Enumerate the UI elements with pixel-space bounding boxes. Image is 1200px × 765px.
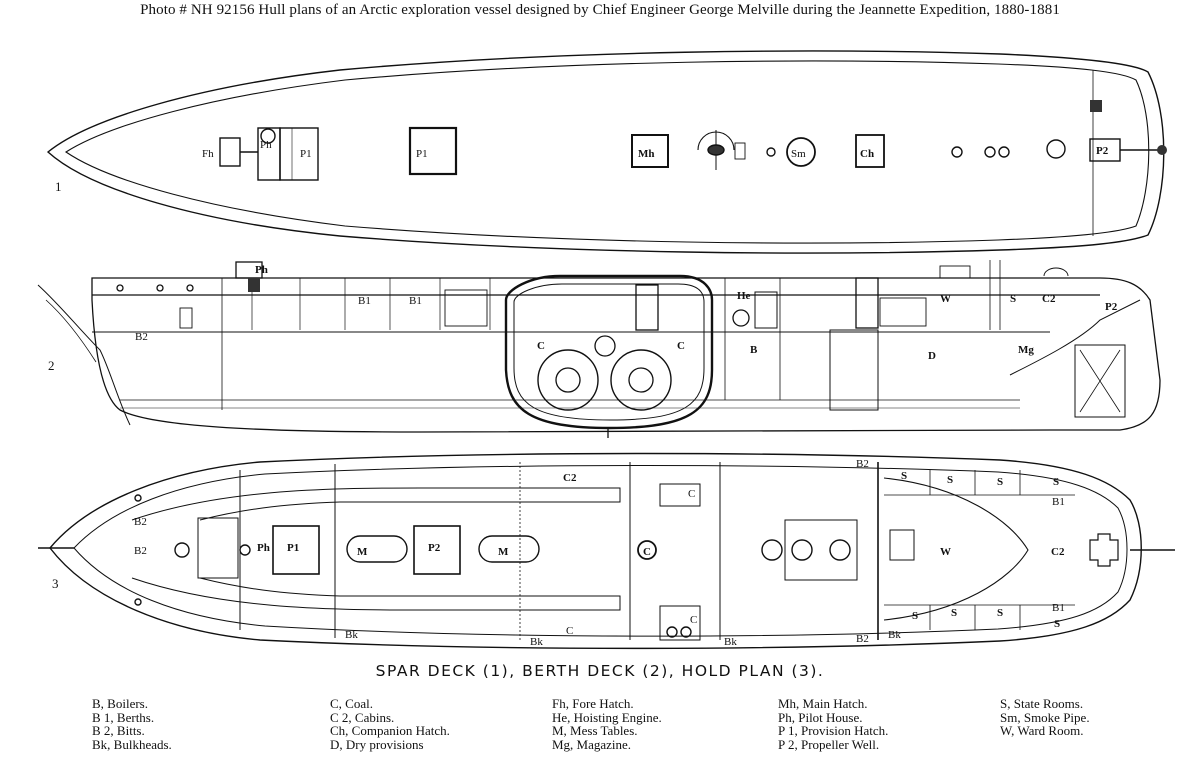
hold-label-bk1: Bk — [345, 629, 358, 641]
hold-label-bk3: Bk — [724, 636, 737, 648]
spar-deck-outer-hull — [46, 50, 1165, 254]
legend-entry: W, Ward Room. — [1000, 723, 1084, 738]
legend-entry: C, Coal. — [330, 696, 373, 711]
legend-column-5: S, State Rooms. Sm, Smoke Pipe. W, Ward … — [1000, 697, 1090, 738]
hold-label-b2-top: B2 — [856, 458, 869, 470]
berth-label-s: S — [1010, 293, 1016, 305]
spar-deck-plan — [46, 50, 1167, 254]
legend-entry: Mh, Main Hatch. — [778, 696, 868, 711]
berth-label-p2: P2 — [1105, 301, 1118, 313]
plan-title: SPAR DECK (1), BERTH DECK (2), HOLD PLAN… — [375, 662, 825, 680]
legend-entry: B 1, Berths. — [92, 709, 155, 725]
legend-entry: B, Boilers. — [92, 696, 148, 711]
legend-column-3: Fh, Fore Hatch. He, Hoisting Engine. M, … — [552, 697, 662, 751]
hold-label-b2-bottom: B2 — [856, 633, 869, 645]
spar-label-ph: Ph — [260, 139, 272, 151]
hold-label-bk4: Bk — [888, 629, 901, 641]
legend-column-2: C, Coal. C 2, Cabins. Ch, Companion Hatc… — [330, 697, 450, 751]
hold-label-ph: Ph — [257, 542, 270, 554]
berth-deck-labels: Ph B2 B1 B1 C C He B W S C2 P2 D Mg — [135, 264, 1118, 362]
berth-label-ph: Ph — [255, 264, 268, 276]
plan-number-2: 2 — [48, 358, 55, 373]
legend-entry: D, Dry provisions — [330, 736, 424, 752]
legend-entry: Bk, Bulkheads. — [92, 736, 172, 752]
hold-label-p2: P2 — [428, 542, 441, 554]
hold-label-c-bottom2: C — [690, 614, 697, 626]
hold-label-m2: M — [498, 546, 509, 558]
spar-label-p1a: P1 — [300, 148, 312, 160]
berth-label-b: B — [750, 344, 758, 356]
berth-deck-plan — [37, 260, 1161, 438]
berth-label-d: D — [928, 350, 936, 362]
spar-deck-labels: Fh Ph P1 P1 Mh Sm Ch P2 — [202, 139, 1109, 160]
hold-label-s7: S — [997, 607, 1003, 619]
legend-entry: B 2, Bitts. — [92, 723, 145, 738]
hold-label-b2b: B2 — [134, 545, 147, 557]
legend-entry: S, State Rooms. — [1000, 696, 1084, 711]
legend-entry: Sm, Smoke Pipe. — [1000, 709, 1090, 725]
hold-label-c-top: C — [688, 488, 695, 500]
legend-entry: C 2, Cabins. — [330, 709, 395, 725]
hold-label-b2a: B2 — [134, 516, 147, 528]
hold-label-c2-top: C2 — [563, 472, 577, 484]
hold-label-s3: S — [997, 476, 1003, 488]
spar-label-p1b: P1 — [416, 148, 428, 160]
spar-label-mh: Mh — [638, 148, 655, 160]
hold-plan-labels: B2 B2 Ph P1 M P2 M C C2 C C C Bk Bk Bk B… — [134, 458, 1065, 648]
hold-label-b1-bottom: B1 — [1052, 602, 1065, 614]
legend-entry: Ch, Companion Hatch. — [330, 723, 450, 738]
berth-label-he: He — [737, 290, 751, 302]
legend-entry: P 1, Provision Hatch. — [778, 723, 889, 738]
berth-label-mg: Mg — [1018, 344, 1034, 356]
hold-label-s2: S — [947, 474, 953, 486]
berth-label-b2: B2 — [135, 331, 148, 343]
legend-column-1: B, Boilers. B 1, Berths. B 2, Bitts. Bk,… — [92, 697, 172, 751]
plan-number-1: 1 — [55, 179, 62, 194]
legend-entry: Ph, Pilot House. — [778, 709, 863, 725]
plan-number-3: 3 — [52, 576, 59, 591]
hold-label-m1: M — [357, 546, 368, 558]
photo-caption: Photo # NH 92156 Hull plans of an Arctic… — [140, 2, 1060, 18]
berth-label-b1a: B1 — [358, 295, 371, 307]
legend-entry: M, Mess Tables. — [552, 723, 638, 738]
hold-label-p1: P1 — [287, 542, 299, 554]
hold-label-c-bottom1: C — [566, 625, 573, 637]
hold-label-s1: S — [901, 470, 907, 482]
hold-label-c-center: C — [643, 546, 651, 558]
hold-plan-outer-hull — [49, 452, 1142, 650]
hold-label-s4: S — [1053, 476, 1059, 488]
legend-entry: P 2, Propeller Well. — [778, 736, 880, 752]
legend-column-4: Mh, Main Hatch. Ph, Pilot House. P 1, Pr… — [778, 697, 888, 751]
legend-entry: Fh, Fore Hatch. — [552, 696, 634, 711]
spar-deck-inner-hull — [64, 60, 1150, 244]
berth-label-c2: C2 — [1042, 293, 1056, 305]
hold-label-s8: S — [1054, 618, 1060, 630]
hold-label-c2: C2 — [1051, 546, 1065, 558]
hold-label-s6: S — [951, 607, 957, 619]
legend-entry: He, Hoisting Engine. — [552, 709, 662, 725]
spar-label-p2: P2 — [1096, 145, 1109, 157]
hold-label-bk2: Bk — [530, 636, 543, 648]
hold-label-s5: S — [912, 610, 918, 622]
hold-label-w: W — [940, 546, 951, 558]
hold-plan — [38, 452, 1175, 650]
spar-label-fh: Fh — [202, 148, 214, 160]
hold-label-b1-top: B1 — [1052, 496, 1065, 508]
berth-label-w: W — [940, 293, 951, 305]
berth-label-c-right: C — [677, 340, 685, 352]
legend-entry: Mg, Magazine. — [552, 736, 632, 752]
spar-label-ch: Ch — [860, 148, 874, 160]
spar-label-sm: Sm — [791, 148, 806, 160]
berth-label-b1b: B1 — [409, 295, 422, 307]
berth-label-c-left: C — [537, 340, 545, 352]
